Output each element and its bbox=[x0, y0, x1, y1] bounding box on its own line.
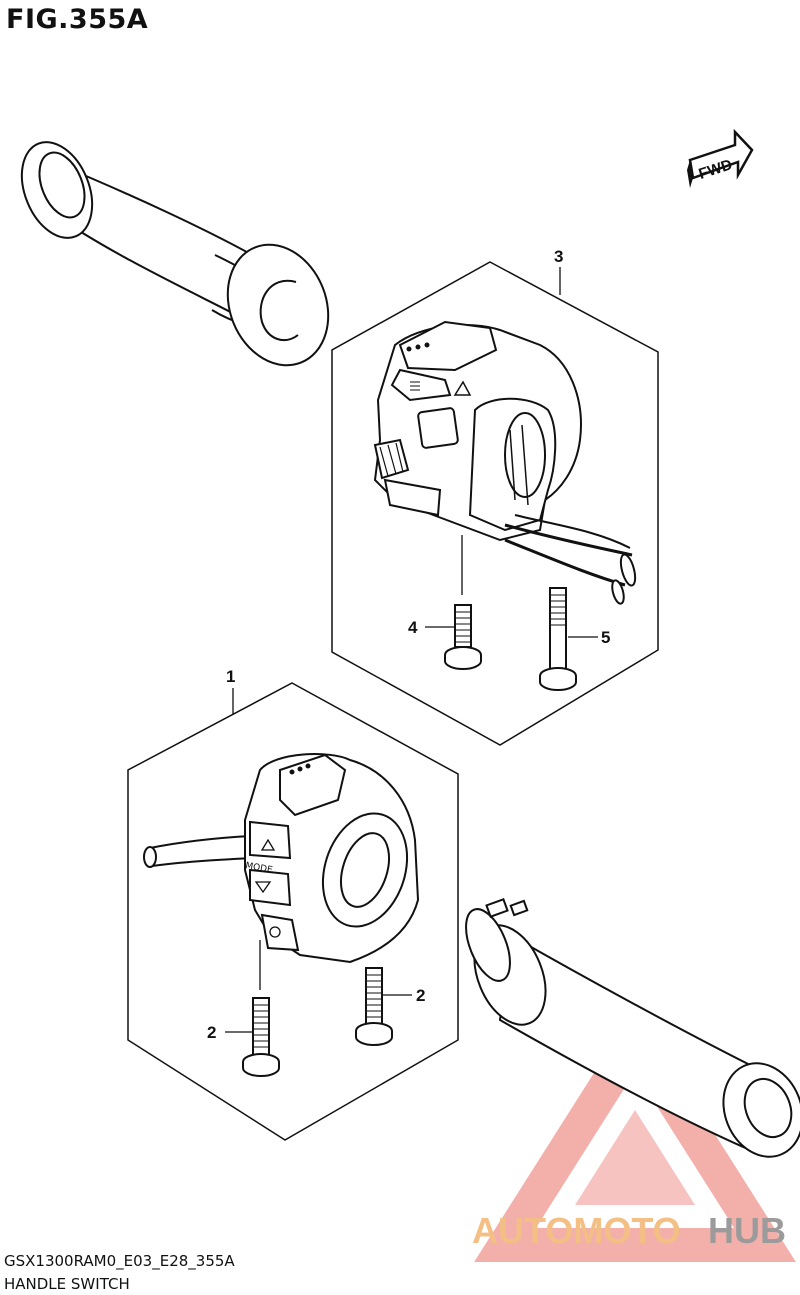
screw-short-right bbox=[444, 604, 482, 670]
right-group-leaders bbox=[425, 267, 598, 638]
watermark-logo: AUTOMOTO HUB bbox=[472, 1008, 796, 1262]
left-group-leaders bbox=[225, 688, 412, 1033]
watermark-triangle-outer bbox=[474, 1008, 796, 1262]
callout-2a: 2 bbox=[207, 1023, 216, 1042]
callout-1: 1 bbox=[226, 667, 235, 686]
figure-title: FIG.355A bbox=[6, 4, 149, 35]
watermark-triangle-inner bbox=[575, 1110, 695, 1205]
screw-left-b bbox=[355, 967, 393, 1046]
mode-marking: MODE bbox=[244, 861, 273, 876]
callout-2b: 2 bbox=[416, 986, 425, 1005]
watermark-text-primary: AUTOMOTO bbox=[472, 1210, 681, 1251]
throttle-grip bbox=[465, 898, 800, 1158]
right-handlebar-switch bbox=[373, 320, 637, 605]
left-grip bbox=[20, 141, 330, 367]
forward-direction-arrow: FWD bbox=[687, 128, 754, 188]
callout-4: 4 bbox=[408, 618, 418, 637]
group-outline-right-switch bbox=[331, 261, 659, 746]
left-handlebar-switch bbox=[143, 753, 420, 964]
group-outline-left-switch bbox=[127, 682, 459, 1141]
diagram-name: HANDLE SWITCH bbox=[4, 1275, 130, 1293]
screw-long-right bbox=[539, 587, 577, 691]
callout-3: 3 bbox=[554, 247, 563, 266]
callout-5: 5 bbox=[601, 628, 610, 647]
watermark-text-secondary: HUB bbox=[708, 1210, 786, 1251]
diagram-code: GSX1300RAM0_E03_E28_355A bbox=[4, 1252, 235, 1270]
screw-left-a bbox=[242, 997, 280, 1077]
